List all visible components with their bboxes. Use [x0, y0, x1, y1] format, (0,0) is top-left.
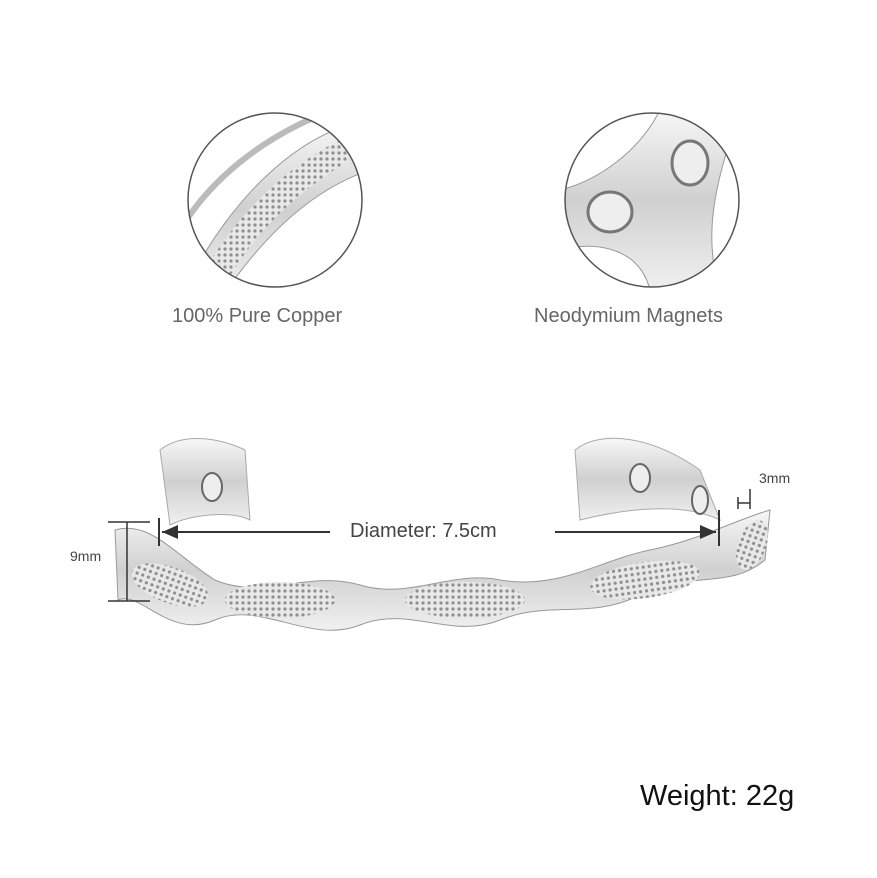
thickness-label: 3mm: [759, 470, 791, 486]
height-marker: [108, 521, 150, 602]
magnet-closeup: [564, 112, 740, 288]
height-label: 9mm: [70, 548, 102, 564]
feature-label-copper: 100% Pure Copper: [172, 305, 343, 327]
copper-texture-closeup: [187, 112, 363, 288]
diameter-label: Diameter: 7.5cm: [350, 520, 497, 542]
diameter-arrow: [158, 510, 720, 546]
thickness-marker: [737, 489, 751, 509]
bracelet-image: [114, 437, 771, 631]
feature-label-magnets: Neodymium Magnets: [534, 305, 723, 327]
weight-label: Weight: 22g: [640, 780, 795, 812]
